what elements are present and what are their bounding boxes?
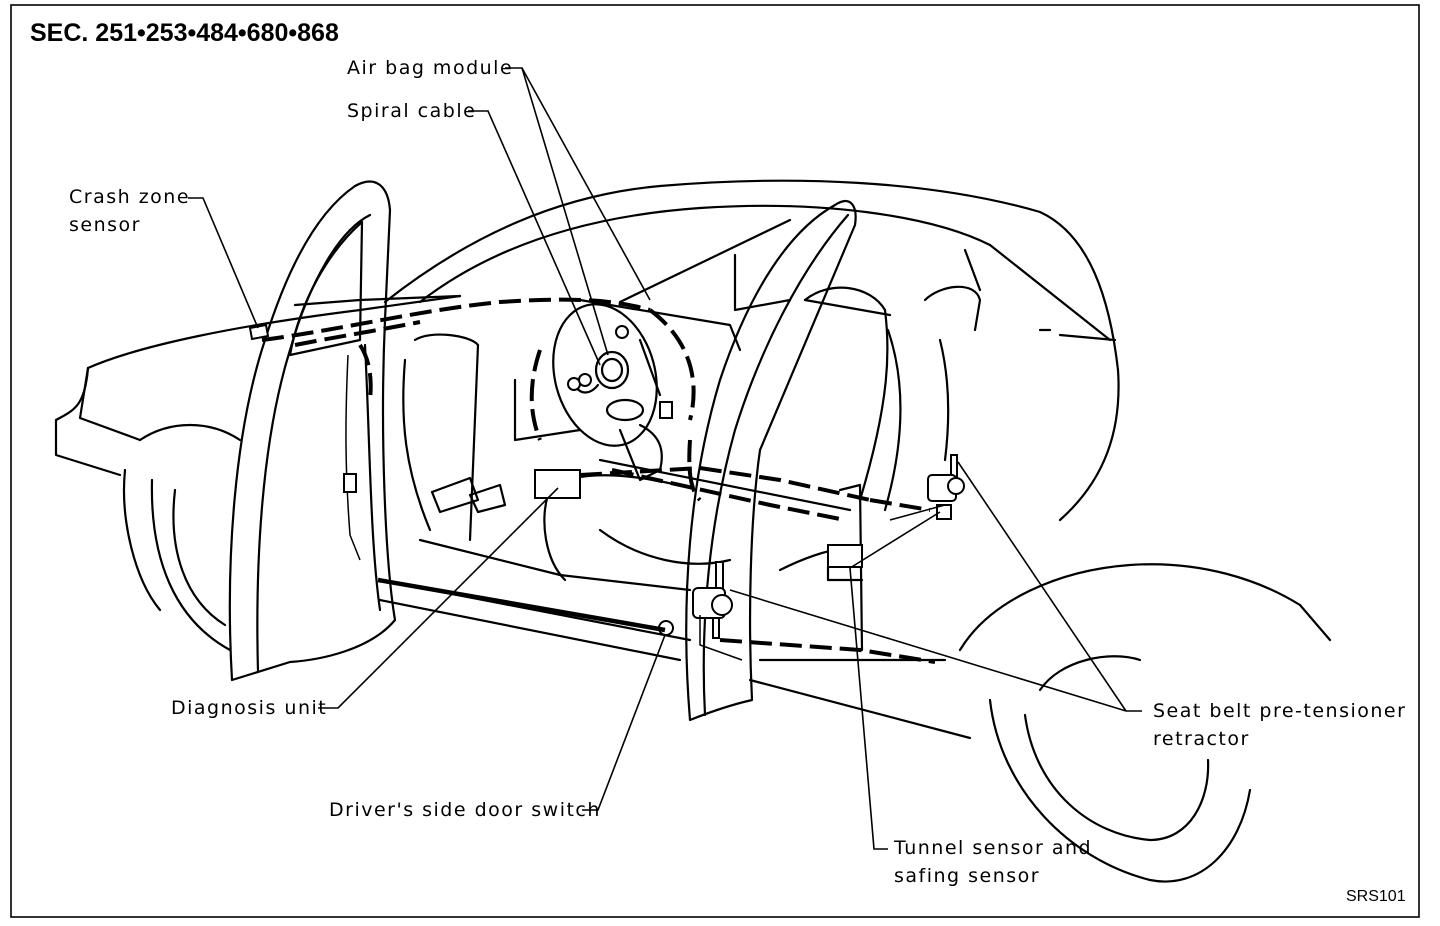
leader-lines — [188, 67, 1142, 850]
label-crash-zone-sensor-line1: Crash zone — [69, 186, 190, 208]
label-air-bag-module: Air bag module — [347, 57, 513, 79]
label-diagnosis-unit: Diagnosis unit — [171, 697, 327, 719]
diagram-frame — [10, 4, 1420, 918]
callout-labels: Air bag module Spiral cable Crash zone s… — [69, 57, 1406, 887]
section-header: SEC. 251•253•484•680•868 — [30, 19, 339, 47]
label-seat-belt-pretensioner-line2: retractor — [1153, 728, 1250, 750]
car-illustration — [54, 179, 1332, 883]
label-tunnel-sensor-line1: Tunnel sensor and — [893, 837, 1092, 859]
label-crash-zone-sensor-line2: sensor — [69, 214, 141, 236]
reference-code: SRS101 — [1346, 888, 1406, 905]
label-drivers-side-door-switch: Driver's side door switch — [329, 799, 601, 821]
label-tunnel-sensor-line2: safing sensor — [894, 865, 1040, 887]
label-spiral-cable: Spiral cable — [347, 100, 476, 122]
label-seat-belt-pretensioner-line1: Seat belt pre-tensioner — [1153, 700, 1406, 722]
